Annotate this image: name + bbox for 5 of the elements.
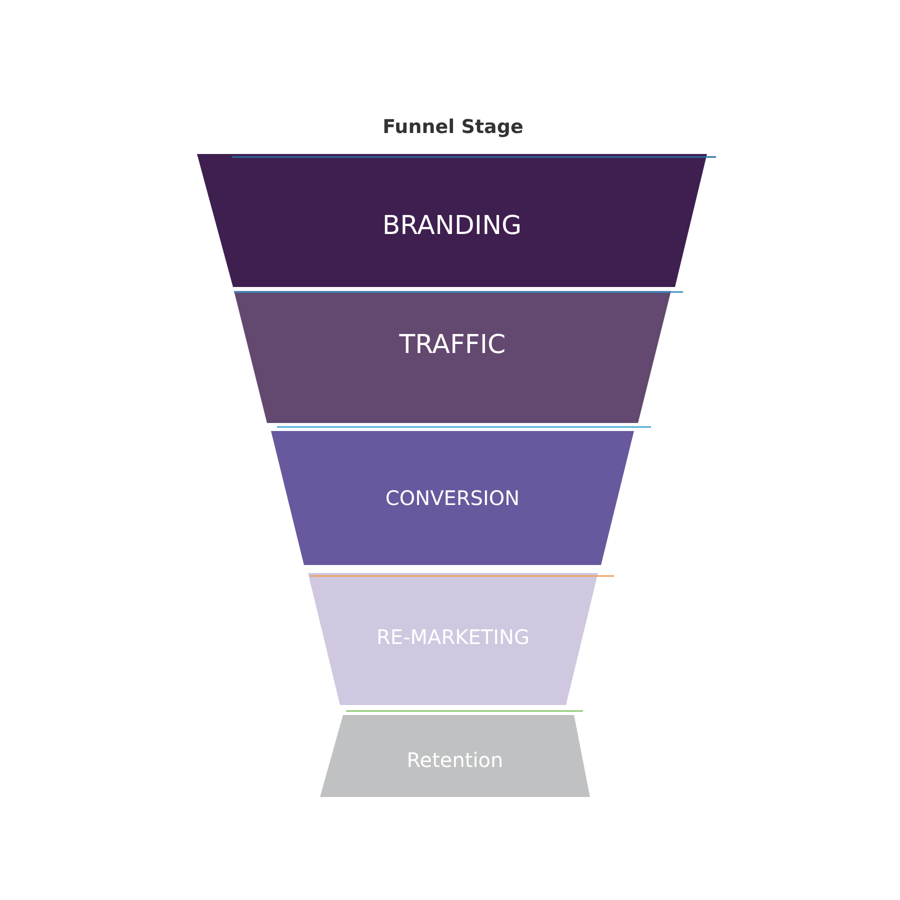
stage-label: BRANDING bbox=[382, 211, 522, 241]
stage-label: Retention bbox=[406, 748, 504, 772]
stage-label: CONVERSION bbox=[385, 486, 520, 510]
funnel-title: Funnel Stage bbox=[382, 116, 524, 138]
stage-label: TRAFFIC bbox=[399, 330, 506, 360]
